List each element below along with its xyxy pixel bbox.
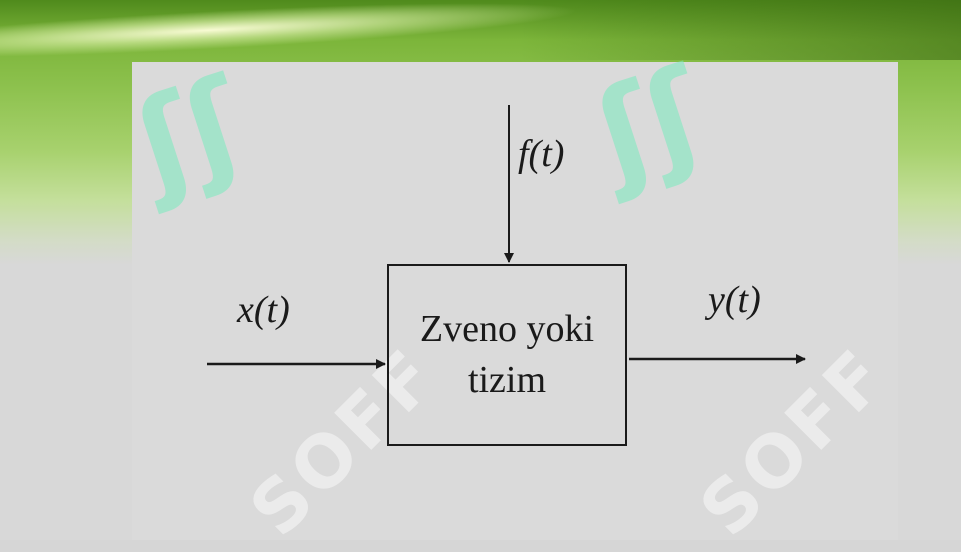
output-signal-label: y(t) xyxy=(708,279,761,321)
diagram-arrows xyxy=(207,105,806,369)
background-dark-streak xyxy=(520,0,961,60)
disturbance-signal-label: f(t) xyxy=(518,133,565,175)
system-block-label: Zveno yoki tizim xyxy=(419,307,595,401)
slide-panel xyxy=(132,62,898,540)
system-block: Zveno yoki tizim xyxy=(387,264,627,446)
input-signal-label: x(t) xyxy=(237,289,290,331)
